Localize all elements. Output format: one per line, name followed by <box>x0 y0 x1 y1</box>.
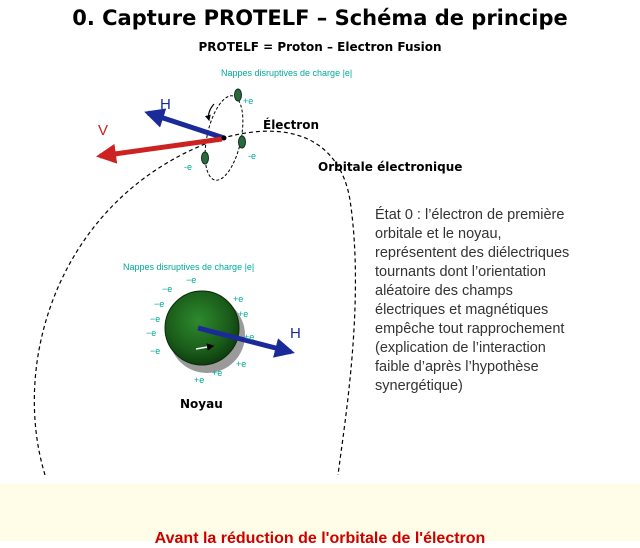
electron-sheet <box>238 135 246 149</box>
slide-subtitle: PROTELF = Proton – Electron Fusion <box>198 40 442 54</box>
vector-h-electron-arrow <box>144 108 225 141</box>
slide-title: 0. Capture PROTELF – Schéma de principe <box>72 6 568 30</box>
footer-band <box>0 484 640 541</box>
electron-charge-neg: -e <box>184 162 192 172</box>
nucleus-charge-neg: −e <box>154 299 164 309</box>
rotation-arrow-icon <box>204 103 215 122</box>
description-line: représentent des diélectriques <box>375 245 570 261</box>
electron-label: Électron <box>263 117 319 132</box>
electron-charge-pos: +e <box>243 96 253 106</box>
electron-charge-neg: -e <box>248 151 256 161</box>
footer-caption: Avant la réduction de l'orbitale de l'él… <box>154 530 486 547</box>
description-line: aléatoire des champs <box>375 283 513 299</box>
description-line: électriques et magnétiques <box>375 302 549 318</box>
electron-sheet <box>234 88 242 102</box>
description-line: tournants dont l’orientation <box>375 264 546 280</box>
orbital-label: Orbitale électronique <box>318 160 462 174</box>
electron-sheet <box>201 151 209 165</box>
description-line: synergétique) <box>375 378 463 394</box>
electron-dot <box>221 135 227 141</box>
nucleus-charge-pos: +e <box>238 309 248 319</box>
vector-h-nucleus-label: H <box>290 325 301 342</box>
description-line: faible d’après l’hypothèse <box>375 359 539 375</box>
electron-orbital-path <box>33 130 357 476</box>
vector-v-label: V <box>98 122 108 139</box>
state-description: État 0 : l’électron de première orbitale… <box>375 206 625 396</box>
nucleus-charge-pos: +e <box>212 368 222 378</box>
vector-v-arrow <box>96 136 223 164</box>
nucleus-label: Noyau <box>180 397 223 411</box>
description-line: empêche tout rapprochement <box>375 321 565 337</box>
nucleus-sheets-label: Nappes disruptives de charge |e| <box>123 262 254 272</box>
electron-sheets-label: Nappes disruptives de charge |e| <box>221 68 352 78</box>
description-line: orbitale et le noyau, <box>375 226 502 242</box>
nucleus-charge-neg: −e <box>162 284 172 294</box>
nucleus-charge-neg: −e <box>146 328 156 338</box>
vector-h-electron-label: H <box>160 96 171 113</box>
nucleus-charge-neg: −e <box>150 346 160 356</box>
description-line: État 0 : l’électron de première <box>375 207 565 223</box>
nucleus-charge-neg: −e <box>186 275 196 285</box>
nucleus-charge-pos: +e <box>236 359 246 369</box>
nucleus-inner-arrow <box>195 343 215 351</box>
description-line: (explication de l’interaction <box>375 340 546 356</box>
nucleus-charge-neg: −e <box>150 314 160 324</box>
nucleus-charge-pos: +e <box>233 294 243 304</box>
nucleus-charge-pos: +e <box>244 332 254 342</box>
nucleus-charge-pos: +e <box>194 375 204 385</box>
vector-h-nucleus-arrow <box>197 325 295 358</box>
